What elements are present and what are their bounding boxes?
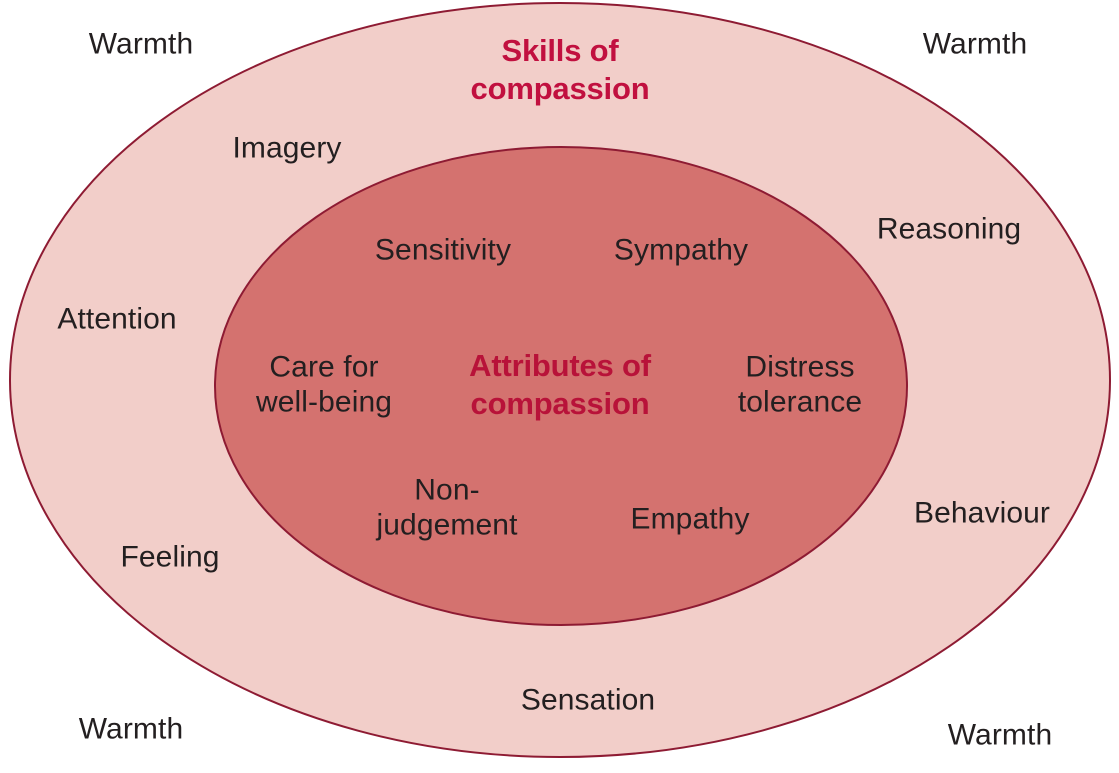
inner-label-distress-tolerance: Distress tolerance bbox=[737, 350, 863, 419]
inner-label-sensitivity: Sensitivity bbox=[374, 233, 512, 267]
corner-label-warmth-top-left: Warmth bbox=[88, 27, 194, 61]
outer-label-imagery: Imagery bbox=[232, 131, 342, 165]
outer-label-sensation: Sensation bbox=[520, 683, 656, 717]
outer-label-behaviour: Behaviour bbox=[914, 496, 1050, 530]
inner-label-sympathy: Sympathy bbox=[613, 233, 749, 267]
outer-label-attention: Attention bbox=[57, 302, 177, 336]
skills-of-compassion-heading: Skills of compassion bbox=[470, 33, 650, 106]
corner-label-warmth-top-right: Warmth bbox=[922, 27, 1028, 61]
inner-label-empathy: Empathy bbox=[630, 502, 750, 536]
inner-ellipse-attributes bbox=[214, 146, 908, 626]
outer-label-feeling: Feeling bbox=[120, 540, 220, 574]
inner-label-care-for-well-being: Care for well-being bbox=[255, 350, 393, 419]
attributes-of-compassion-heading: Attributes of compassion bbox=[469, 348, 651, 421]
outer-label-reasoning: Reasoning bbox=[876, 212, 1022, 246]
corner-label-warmth-bottom-right: Warmth bbox=[947, 718, 1053, 752]
inner-label-non-judgement: Non- judgement bbox=[376, 473, 518, 542]
corner-label-warmth-bottom-left: Warmth bbox=[78, 712, 184, 746]
